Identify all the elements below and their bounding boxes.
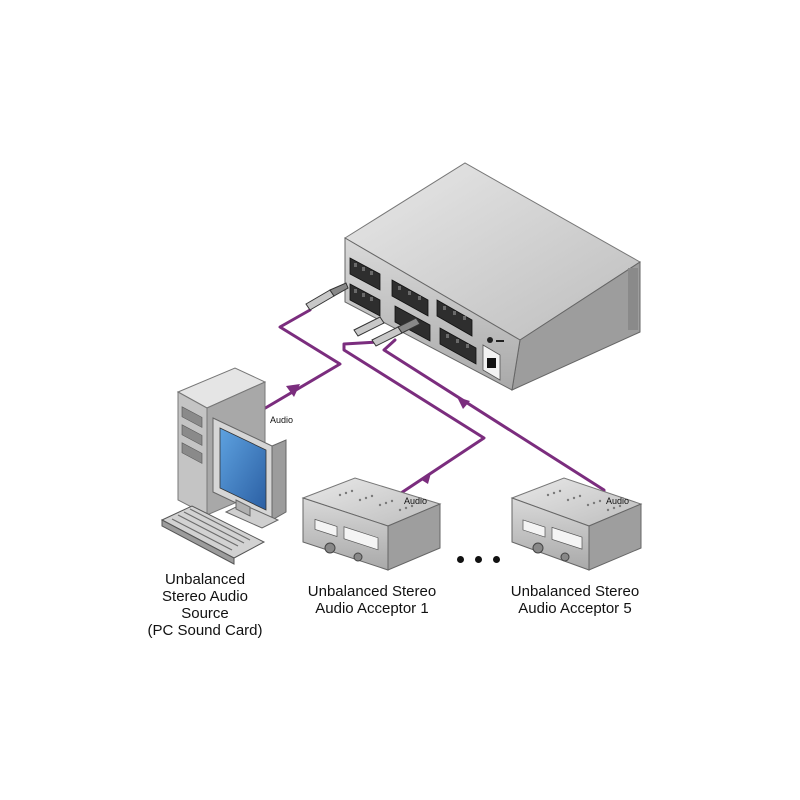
- stereo-receiver-icon: [301, 477, 442, 571]
- source-caption-line-1: Unbalanced: [164, 571, 246, 588]
- source-caption: Unbalanced Stereo Audio Source (PC Sound…: [140, 571, 270, 639]
- acceptor-1-caption-line-2: Audio Acceptor 1: [315, 600, 429, 617]
- acceptor-5-caption: Unbalanced Stereo Audio Acceptor 5: [500, 583, 650, 617]
- keyboard-icon: [160, 505, 266, 565]
- audio-plug-icon: [305, 282, 421, 347]
- monitor-icon: [212, 417, 287, 529]
- acceptor-1-audio-label: Audio: [404, 496, 428, 506]
- source-caption-line-2: Stereo Audio: [162, 588, 248, 605]
- source-caption-line-3: Source: [181, 605, 229, 622]
- source-audio-label: Audio: [270, 415, 294, 425]
- acceptor-5-caption-line-1: Unbalanced Stereo: [510, 583, 640, 600]
- acceptor-5-caption-line-2: Audio Acceptor 5: [518, 600, 632, 617]
- acceptor-1-audio-cable: [342, 340, 486, 497]
- acceptor-5-audio-label: Audio: [606, 496, 630, 506]
- stereo-receiver-icon: [510, 477, 643, 571]
- source-caption-line-4: (PC Sound Card): [147, 622, 263, 639]
- acceptor-1-caption-line-1: Unbalanced Stereo: [307, 583, 437, 600]
- audio-distribution-amplifier-icon: [344, 162, 641, 391]
- acceptor-1-caption: Unbalanced Stereo Audio Acceptor 1: [297, 583, 447, 617]
- source-audio-cable: [260, 308, 342, 412]
